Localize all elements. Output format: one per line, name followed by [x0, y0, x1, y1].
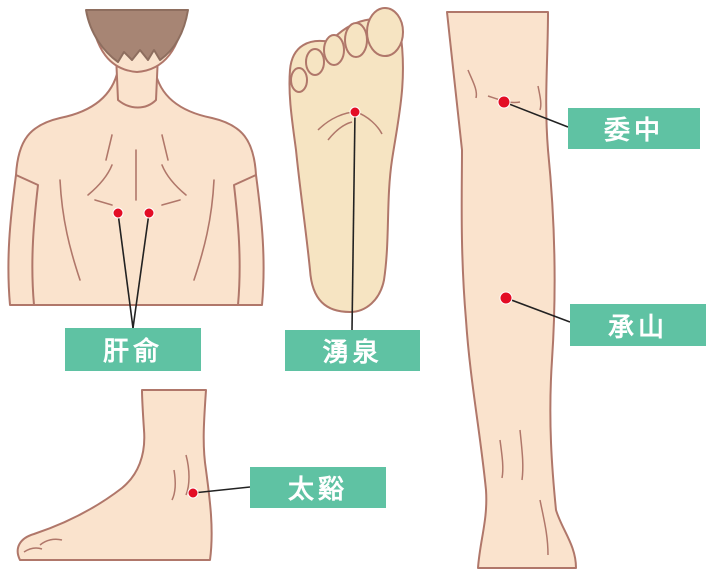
sole-big-toe	[367, 8, 403, 56]
back-figure	[8, 10, 263, 305]
point-kanyu-left	[113, 208, 123, 218]
sole-toe-5	[291, 68, 307, 92]
label-yusen: 湧泉	[285, 330, 420, 371]
leg-outline	[447, 12, 576, 568]
back-left-arm	[8, 175, 38, 305]
point-taikei	[188, 488, 198, 498]
point-ichu	[498, 96, 510, 108]
point-yusen	[350, 107, 360, 117]
back-hair	[86, 10, 188, 62]
ankle-figure	[18, 390, 212, 560]
sole-toe-3	[324, 35, 344, 65]
sole-toe-2	[345, 23, 367, 57]
point-shozan	[500, 292, 512, 304]
label-shozan: 承山	[570, 304, 706, 346]
back-right-arm	[234, 175, 264, 305]
label-taikei: 太谿	[250, 467, 386, 508]
sole-figure	[289, 8, 403, 312]
label-kanyu: 肝俞	[65, 328, 201, 371]
sole-toe-4	[306, 49, 324, 75]
point-kanyu-right	[144, 208, 154, 218]
leg-figure	[447, 12, 576, 568]
ankle-outline	[18, 390, 212, 560]
label-ichu: 委中	[568, 108, 700, 149]
